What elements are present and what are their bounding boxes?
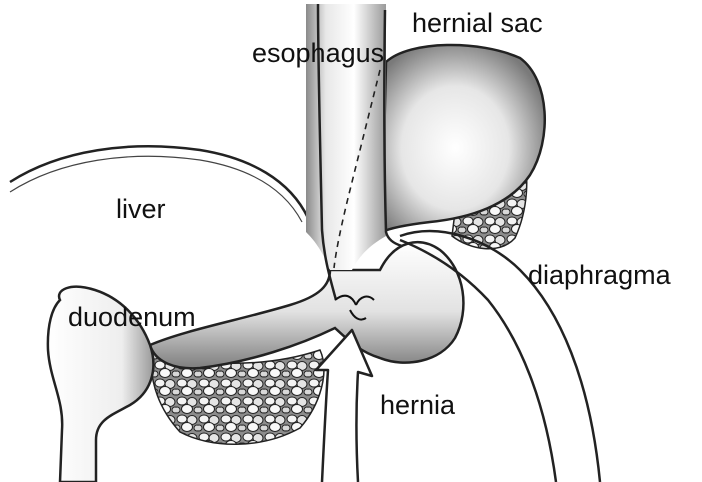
label-esophagus: esophagus: [252, 40, 384, 67]
label-diaphragma: diaphragma: [528, 262, 671, 289]
label-hernial-sac: hernial sac: [412, 10, 543, 37]
stomach-body: [150, 242, 463, 368]
label-duodenum: duodenum: [68, 304, 196, 331]
label-liver: liver: [116, 196, 166, 223]
label-hernia: hernia: [380, 392, 455, 419]
hernia-arrow: [316, 330, 372, 482]
